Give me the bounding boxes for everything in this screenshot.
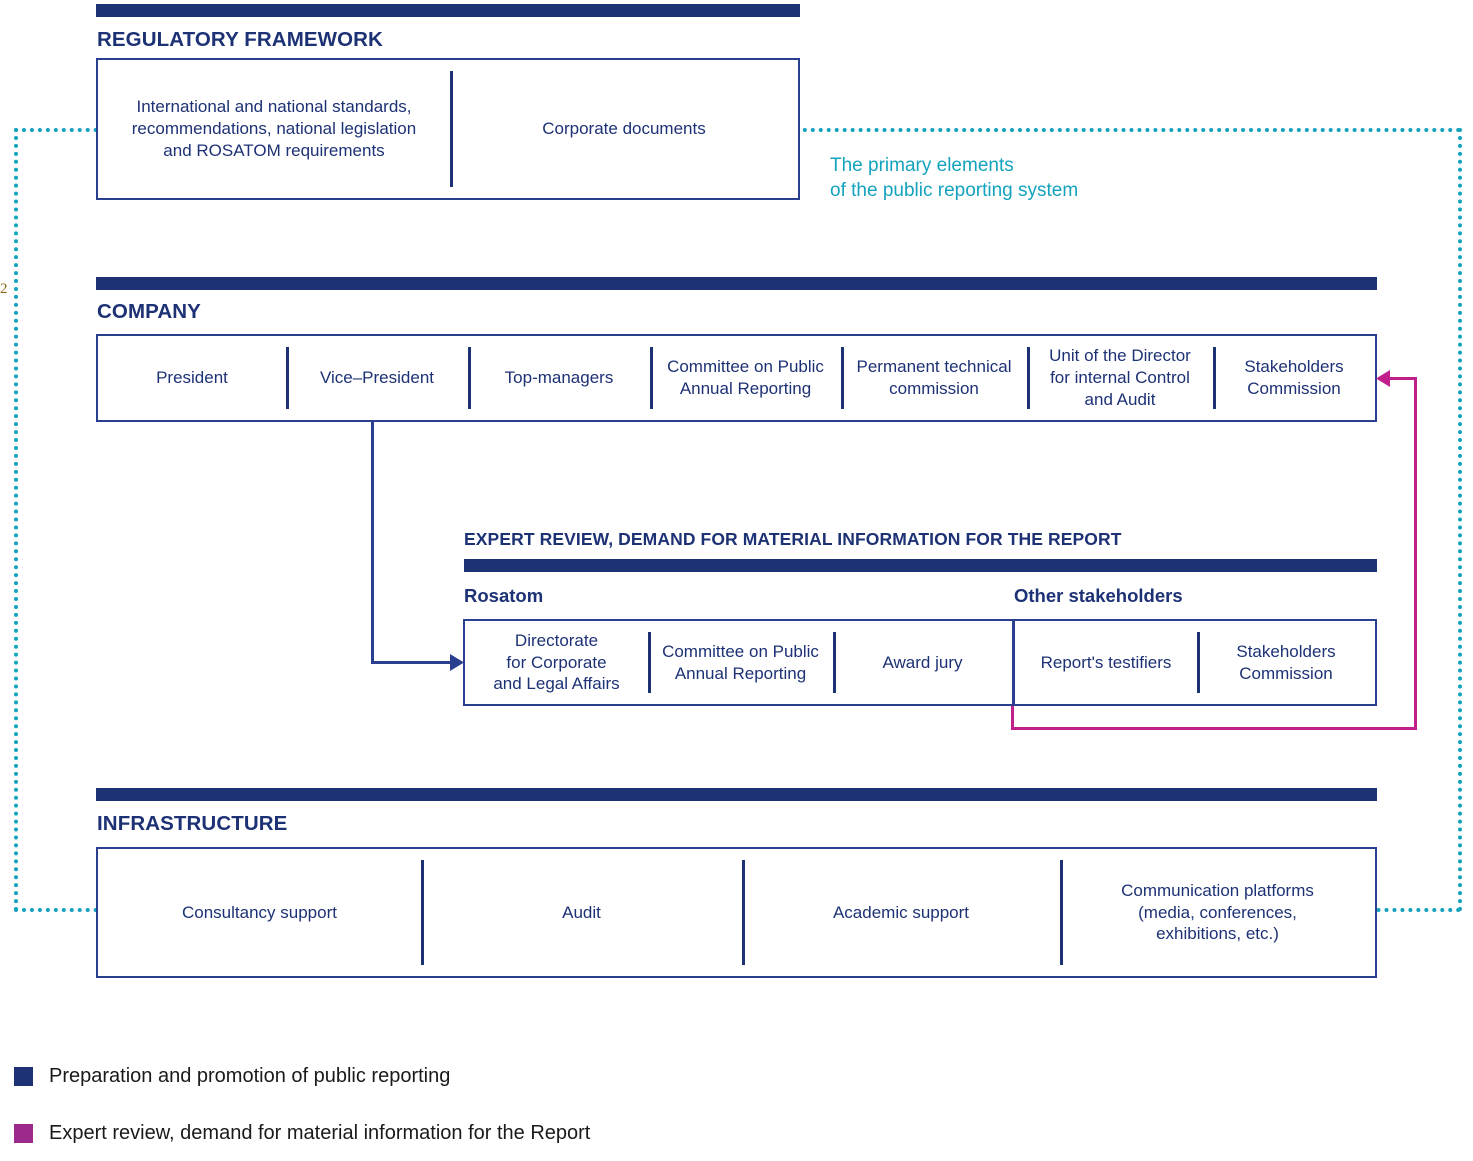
- cell-award-jury: Award jury: [833, 621, 1012, 704]
- cell-reports-testifiers: Report's testifiers: [1040, 652, 1172, 672]
- expert-review-title: EXPERT REVIEW, DEMAND FOR MATERIAL INFOR…: [464, 529, 1122, 549]
- other-stakeholders-box: Report's testifiers Stakeholders Commiss…: [1013, 619, 1377, 706]
- infrastructure-title: INFRASTRUCTURE: [97, 812, 288, 835]
- expert-review-bar: [464, 559, 1377, 572]
- company-title: COMPANY: [97, 300, 201, 323]
- company-bar: [96, 277, 1377, 290]
- connector-stakeholders-to-company-vertical-right: [1414, 378, 1417, 730]
- regulatory-framework-box: International and national standards, re…: [96, 58, 800, 200]
- cell-committee-public-annual-reporting-rosatom: Committee on Public Annual Reporting: [648, 621, 833, 704]
- cell-permanent-technical-commission: Permanent technical commission: [841, 336, 1027, 420]
- connector-stakeholders-to-company-horizontal-top: [1388, 377, 1417, 380]
- cell-audit: Audit: [421, 849, 742, 976]
- legend-swatch-magenta: [14, 1124, 33, 1143]
- cell-top-managers: Top-managers: [468, 336, 650, 420]
- regulatory-framework-bar: [96, 4, 800, 17]
- other-stakeholders-group-label: Other stakeholders: [1014, 585, 1183, 606]
- cell-communication-platforms: Communication platforms (media, conferen…: [1060, 849, 1375, 976]
- cell-consultancy-support: Consultancy support: [182, 902, 337, 922]
- legend-item-expert-review: Expert review, demand for material infor…: [14, 1122, 590, 1145]
- legend-label-expert-review: Expert review, demand for material infor…: [49, 1122, 591, 1144]
- connector-company-to-rosatom-vertical: [371, 422, 374, 664]
- cell-corporate-documents: Corporate documents: [450, 60, 798, 198]
- cell-directorate-corporate-legal-affairs: Directorate for Corporate and Legal Affa…: [493, 630, 620, 694]
- cell-president: President: [156, 368, 228, 388]
- connector-company-to-rosatom-horizontal: [371, 661, 454, 664]
- infrastructure-box: Consultancy support Audit Academic suppo…: [96, 847, 1377, 978]
- company-box: President Vice–President Top-managers Co…: [96, 334, 1377, 422]
- cell-vice-president: Vice–President: [286, 336, 468, 420]
- legend-item-preparation: Preparation and promotion of public repo…: [14, 1065, 450, 1088]
- legend-swatch-navy: [14, 1067, 33, 1086]
- cell-stakeholders-commission-other: Stakeholders Commission: [1197, 621, 1375, 704]
- regulatory-framework-title: REGULATORY FRAMEWORK: [97, 28, 383, 51]
- cell-committee-public-annual-reporting: Committee on Public Annual Reporting: [650, 336, 841, 420]
- primary-elements-annotation: The primary elements of the public repor…: [830, 155, 1079, 202]
- connector-stakeholders-to-company-horizontal-bottom: [1011, 727, 1417, 730]
- cell-academic-support: Academic support: [742, 849, 1060, 976]
- legend-label-preparation: Preparation and promotion of public repo…: [49, 1065, 451, 1087]
- connector-stakeholders-to-company-vertical-left: [1011, 706, 1014, 730]
- cell-stakeholders-commission-company: Stakeholders Commission: [1213, 336, 1375, 420]
- connector-stakeholders-to-company-arrowhead: [1376, 370, 1390, 387]
- rosatom-box: Directorate for Corporate and Legal Affa…: [463, 619, 1014, 706]
- cell-unit-director-internal-control-audit: Unit of the Director for internal Contro…: [1027, 336, 1213, 420]
- rosatom-group-label: Rosatom: [464, 585, 544, 606]
- infrastructure-bar: [96, 788, 1377, 801]
- connector-company-to-rosatom-arrowhead: [450, 654, 464, 671]
- cell-standards-requirements: International and national standards, re…: [131, 97, 417, 160]
- page-number-marker: 2: [0, 281, 8, 297]
